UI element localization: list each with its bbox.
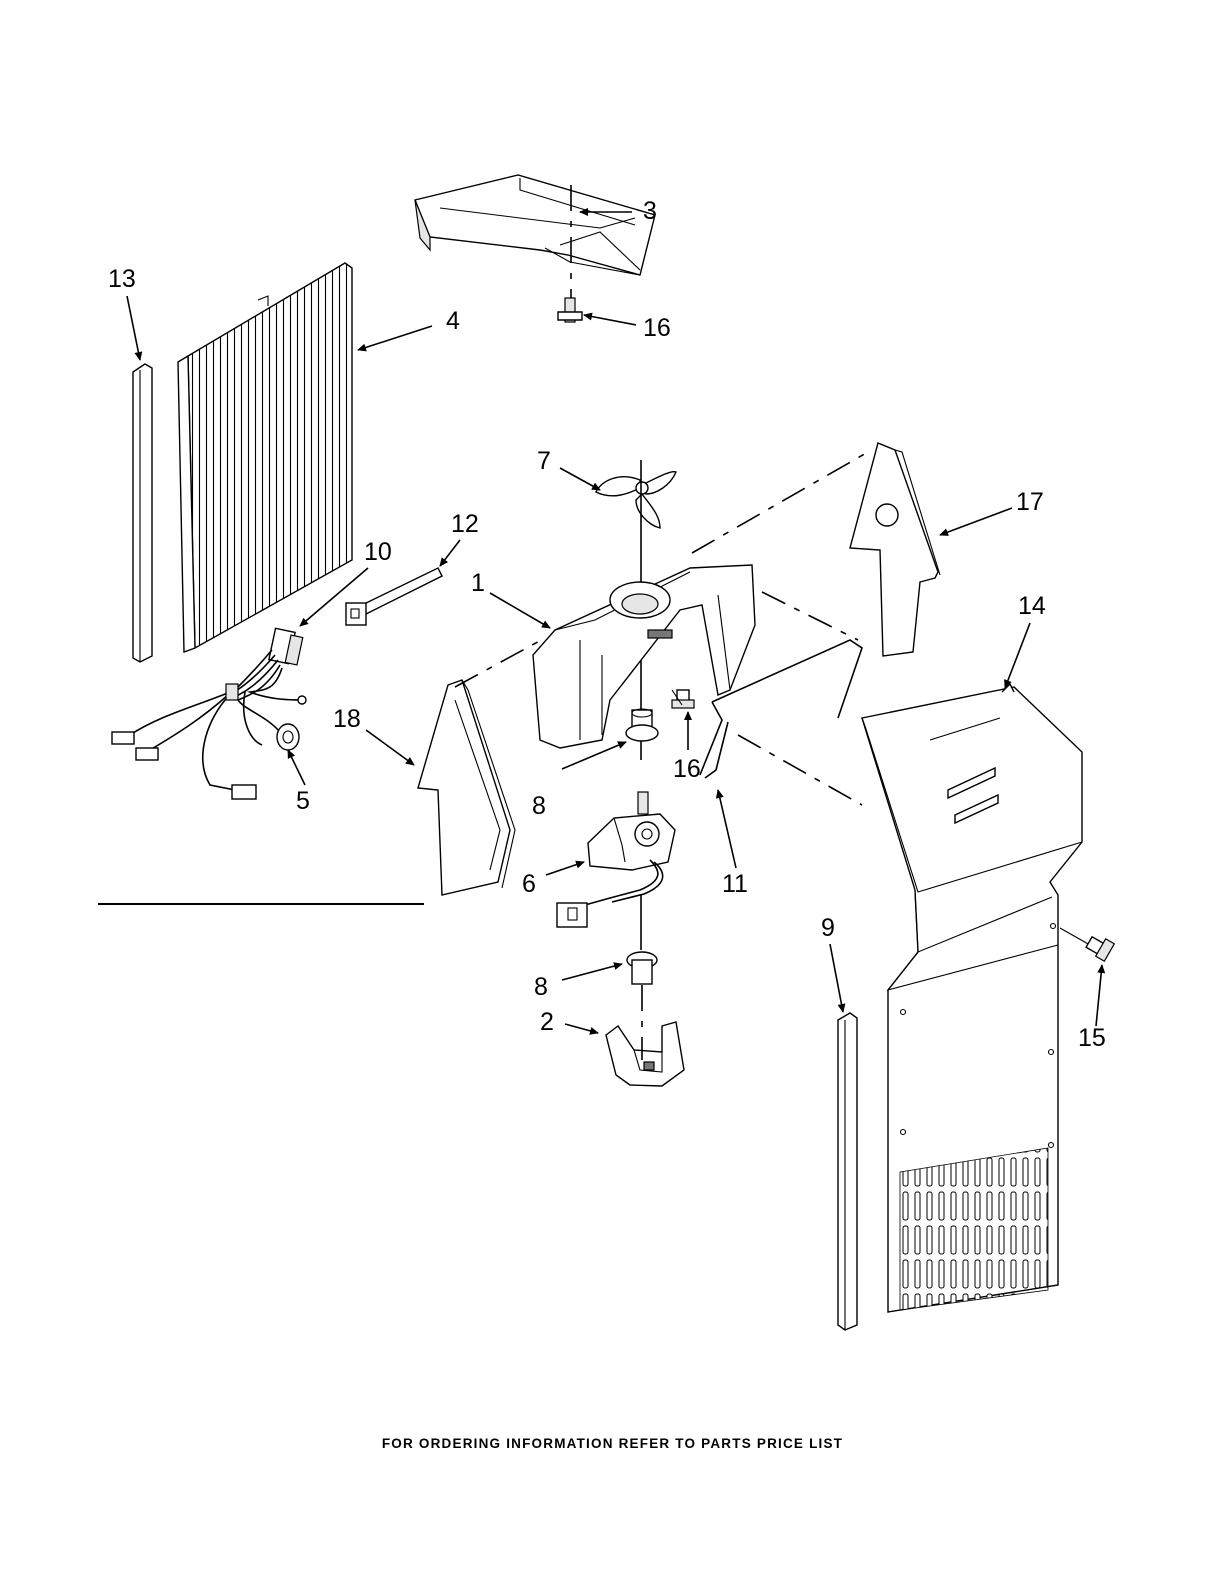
callout-16-middle: 16 [673,755,701,783]
screw-15 [1060,928,1114,961]
part-8-motor-mount-lower [627,952,657,984]
screw-16-top [558,298,582,322]
part-8-motor-mount-upper [626,709,658,741]
callout-15: 15 [1078,1024,1106,1052]
part-5-grommet [277,724,299,750]
part-9-gasket-strip [838,1013,857,1330]
callout-4: 4 [446,307,460,335]
part-4-evaporator-cover [178,263,352,652]
callout-13: 13 [108,265,136,293]
ordering-info-footer: FOR ORDERING INFORMATION REFER TO PARTS … [0,1436,1225,1451]
screw-16-middle [672,690,694,708]
part-2-motor-bracket [606,1022,684,1086]
part-7-fan-blade [596,472,676,528]
part-13-gasket-strip [133,364,152,662]
part-17-air-baffle [850,443,940,656]
callout-6: 6 [522,870,536,898]
part-12-cable-tie [346,568,442,625]
callout-14: 14 [1018,592,1046,620]
callout-2: 2 [540,1008,554,1036]
callout-9: 9 [821,914,835,942]
callout-12: 12 [451,510,479,538]
part-14-rear-panel [862,684,1082,1312]
callout-16-top: 16 [643,314,671,342]
callout-7: 7 [537,447,551,475]
callout-1: 1 [471,569,485,597]
callout-8-upper: 8 [532,792,546,820]
callout-17: 17 [1016,488,1044,516]
part-18-left-baffle [418,680,515,895]
callout-3: 3 [643,197,657,225]
callout-18: 18 [333,705,361,733]
callout-10: 10 [364,538,392,566]
callout-11: 11 [722,870,748,898]
part-3-duct-cover [415,175,655,275]
callout-8-lower: 8 [534,973,548,1001]
callout-5: 5 [296,787,310,815]
part-6-fan-motor [557,792,675,927]
